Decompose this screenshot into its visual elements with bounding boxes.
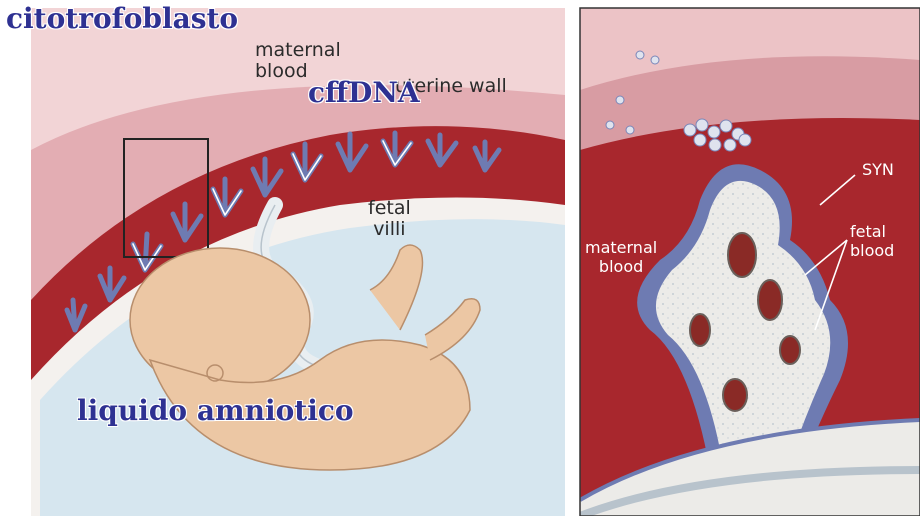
overlay-cffdna: cffDNA — [308, 76, 420, 109]
overlay-citotrofoblasto: citotrofoblasto — [6, 2, 238, 35]
label-fetal-blood: fetal blood — [850, 222, 894, 260]
label-syn: SYN — [862, 160, 894, 179]
label-fetal-villi: fetal villi — [368, 198, 411, 240]
label-maternal-blood-right: maternal blood — [585, 238, 657, 276]
overlay-liquido-amniotico: liquido amniotico — [77, 394, 354, 427]
